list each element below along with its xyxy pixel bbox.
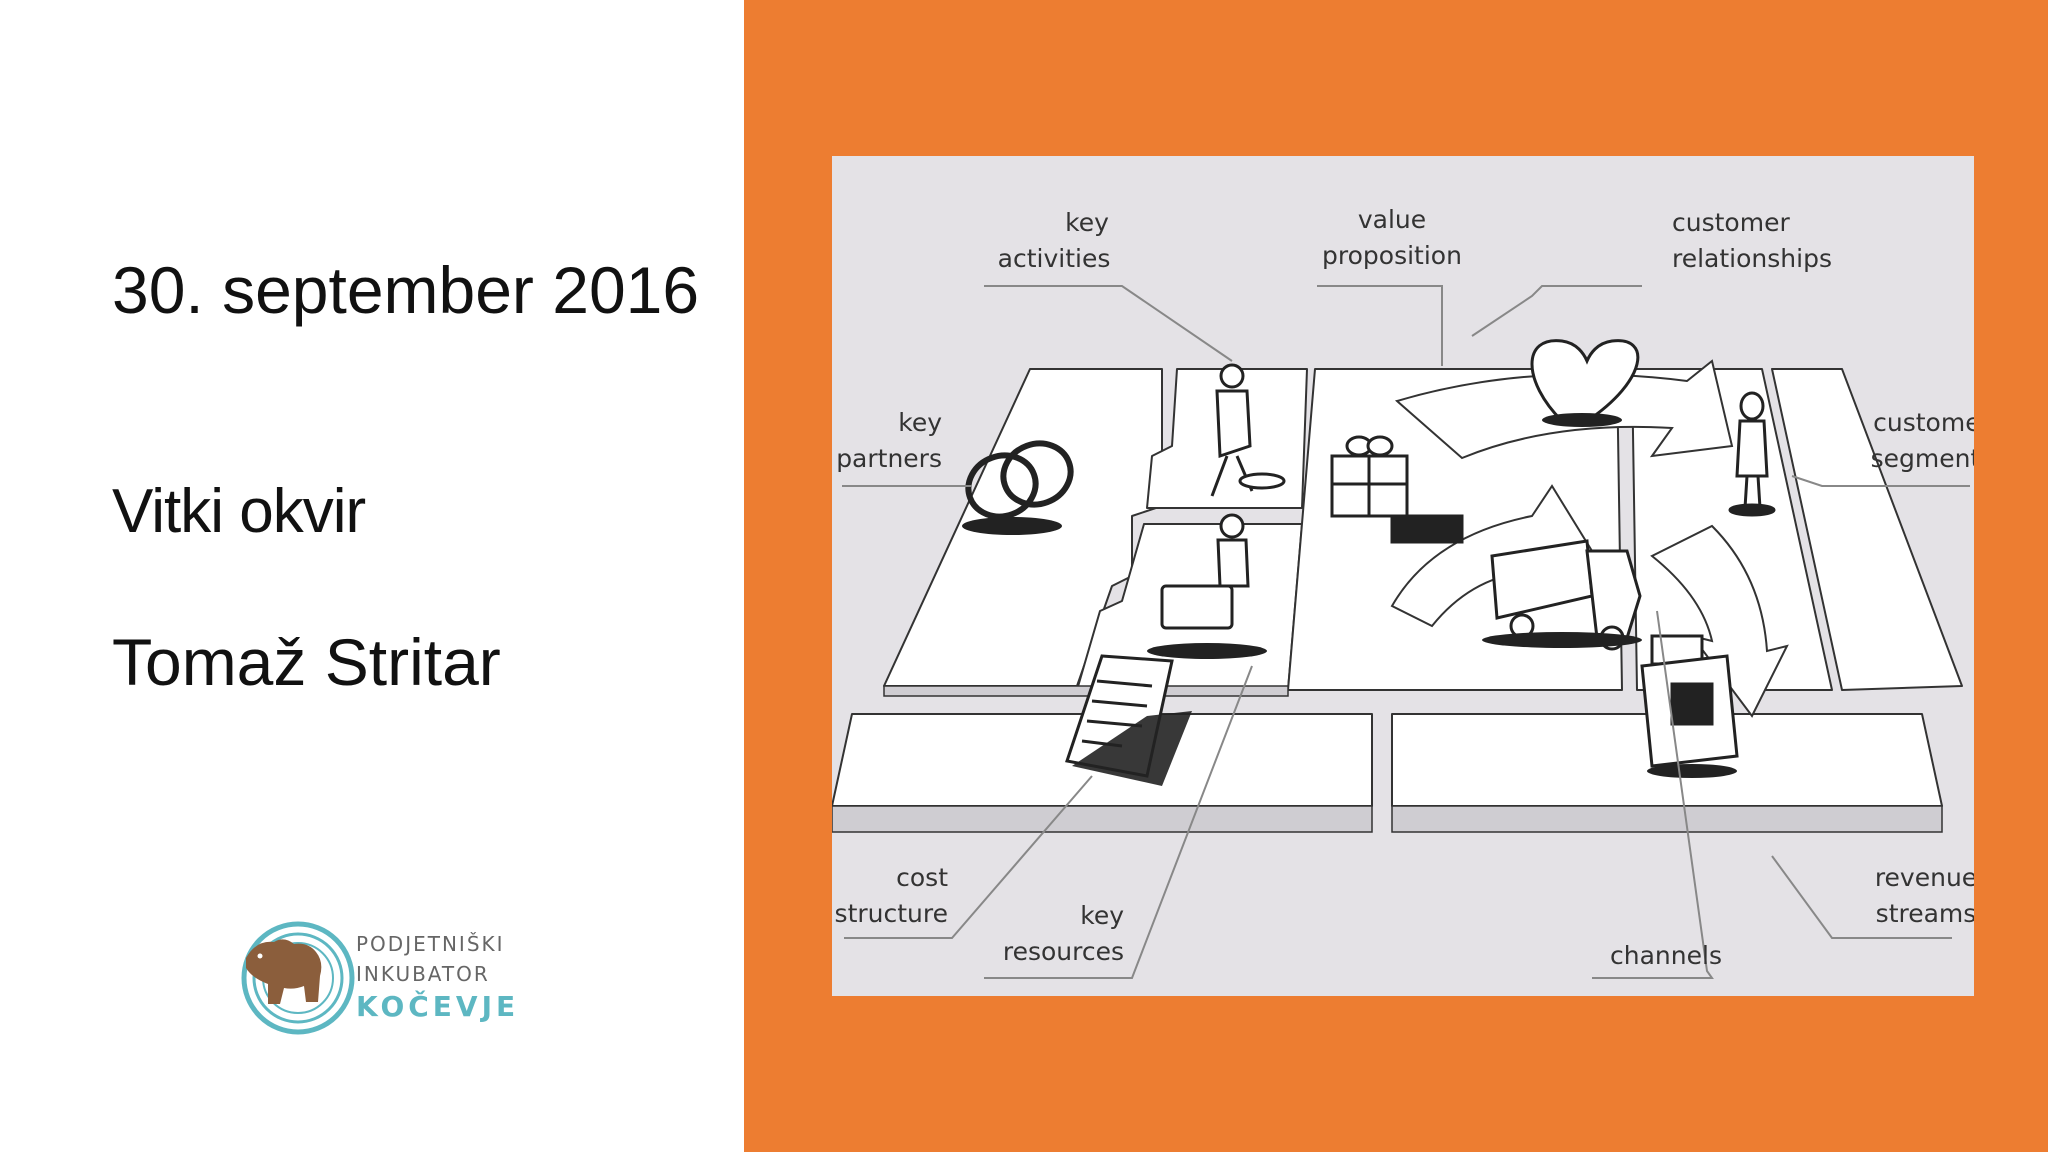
block-customer-segments bbox=[1771, 368, 1963, 691]
heart-icon bbox=[1530, 339, 1640, 423]
gift-icon bbox=[1330, 435, 1464, 544]
label-channels: channels bbox=[1610, 941, 1722, 970]
person-icon bbox=[1728, 391, 1776, 517]
logo-line-1: PODJETNIŠKI bbox=[356, 932, 505, 956]
logo: PODJETNIŠKI INKUBATOR KOČEVJE bbox=[236, 918, 515, 1038]
document-icon bbox=[1065, 654, 1192, 786]
worker-icon-2 bbox=[1147, 513, 1267, 659]
bear-icon bbox=[241, 921, 355, 1035]
slide-title: Vitki okvir bbox=[112, 477, 366, 546]
cash-register-icon bbox=[1640, 634, 1739, 778]
slide-author: Tomaž Stritar bbox=[112, 625, 501, 699]
logo-line-3: KOČEVJE bbox=[356, 990, 520, 1023]
label-customer-segments: customersegments bbox=[1871, 408, 1974, 473]
truck-icon bbox=[1482, 539, 1642, 651]
rings-icon bbox=[962, 440, 1074, 535]
channel-arrow-bottom bbox=[1650, 524, 1789, 718]
worker-icon bbox=[1210, 363, 1286, 497]
slide-date: 30. september 2016 bbox=[112, 253, 700, 327]
logo-line-2: INKUBATOR bbox=[356, 962, 490, 986]
